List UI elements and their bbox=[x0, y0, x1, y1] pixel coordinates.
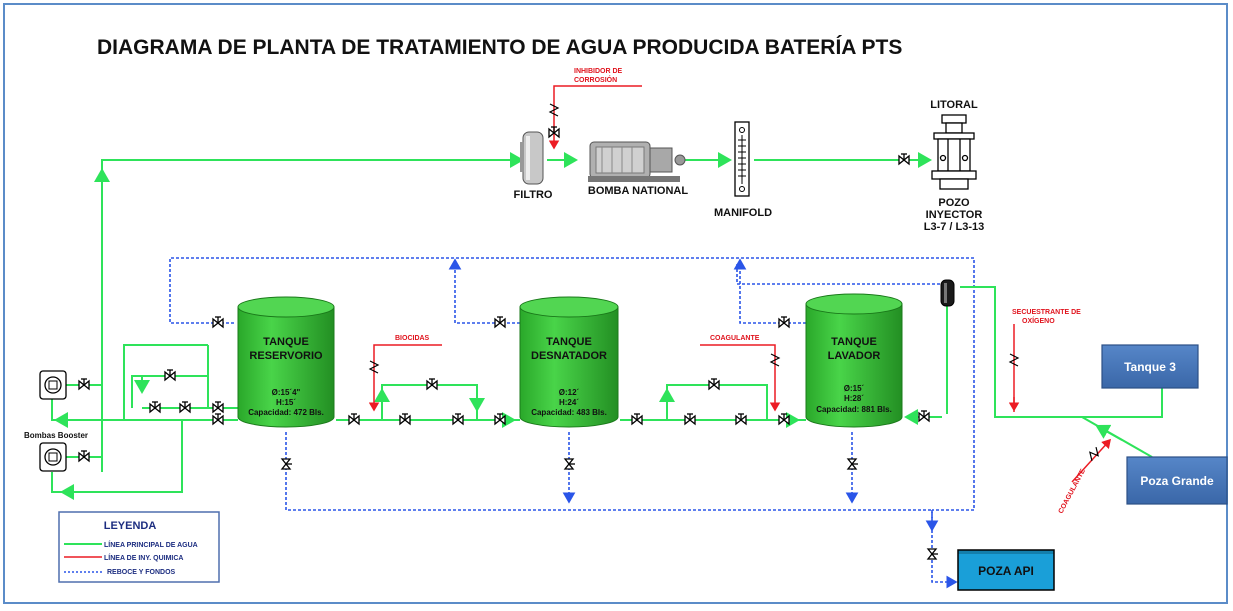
booster-pump-icon bbox=[39, 370, 67, 400]
valve-icon bbox=[778, 413, 790, 425]
biocidas-label: BIOCIDAS bbox=[395, 335, 430, 342]
secuestrante-label-1: SECUESTRANTE DE bbox=[1012, 309, 1081, 316]
tank-name-2b: DESNATADOR bbox=[531, 350, 607, 362]
inhibitor-label-2: CORROSIÓN bbox=[574, 75, 617, 84]
pozo-label-1: POZO bbox=[938, 197, 970, 209]
legend-title: LEYENDA bbox=[104, 520, 157, 532]
water-lines bbox=[51, 152, 1163, 500]
valve-icon bbox=[78, 378, 90, 390]
tank-lavador bbox=[805, 293, 903, 428]
valve-icon bbox=[564, 458, 576, 470]
tank-name-1b: RESERVORIO bbox=[249, 350, 323, 362]
tank-reservorio bbox=[237, 296, 335, 428]
legend-red-label: LÍNEA DE INY. QUIMICA bbox=[104, 553, 183, 562]
filter-icon bbox=[520, 131, 544, 185]
tank-capacity-1: Capacidad: 472 Bls. bbox=[248, 408, 324, 417]
pump-icon bbox=[588, 141, 686, 182]
inhibitor-label-1: INHIBIDOR DE bbox=[574, 68, 623, 75]
valve-icon bbox=[898, 153, 910, 165]
bomba-label: BOMBA NATIONAL bbox=[588, 185, 688, 197]
valve-icon bbox=[778, 316, 790, 328]
valve-icon bbox=[78, 450, 90, 462]
check-valve-icon bbox=[549, 103, 559, 117]
tank-name-1a: TANQUE bbox=[263, 336, 309, 348]
tank-diam-1: Ø:15´4" bbox=[272, 388, 301, 397]
booster-label: Bombas Booster bbox=[24, 431, 88, 440]
valve-icon bbox=[212, 316, 224, 328]
valve-icon bbox=[426, 378, 438, 390]
tank-name-3b: LAVADOR bbox=[828, 350, 881, 362]
tank-name-2a: TANQUE bbox=[546, 336, 592, 348]
valve-icon bbox=[847, 458, 859, 470]
secuestrante-label-2: OXÍGENO bbox=[1022, 316, 1055, 325]
check-valve-icon bbox=[770, 353, 780, 367]
valve-icon bbox=[452, 413, 464, 425]
tank-diam-2: Ø:12´ bbox=[559, 388, 580, 397]
manifold-icon bbox=[734, 121, 750, 197]
check-valve-icon bbox=[369, 360, 379, 374]
diagram-frame: DIAGRAMA DE PLANTA DE TRATAMIENTO DE AGU… bbox=[3, 3, 1228, 604]
tank-height-1: H:15´ bbox=[276, 398, 296, 407]
separator-vessel-icon bbox=[940, 279, 955, 307]
tanque3-box: Tanque 3 bbox=[1101, 344, 1199, 389]
valve-icon bbox=[494, 316, 506, 328]
pozo-label-3: L3-7 / L3-13 bbox=[924, 221, 985, 233]
coagulante-diag-label: COAGULANTE bbox=[1058, 468, 1088, 515]
check-valve-icon bbox=[1086, 446, 1102, 462]
pozo-label-2: INYECTOR bbox=[926, 209, 983, 221]
tank-height-2: H:24´ bbox=[559, 398, 579, 407]
tank-name-3a: TANQUE bbox=[831, 336, 877, 348]
filtro-label: FILTRO bbox=[514, 189, 553, 201]
booster-pump-icon bbox=[39, 442, 67, 472]
poza-grande-label: Poza Grande bbox=[1140, 474, 1214, 488]
valve-icon bbox=[164, 369, 176, 381]
plant-diagram: DIAGRAMA DE PLANTA DE TRATAMIENTO DE AGU… bbox=[24, 36, 1228, 591]
legend-green-label: LÍNEA PRINCIPAL DE AGUA bbox=[104, 540, 198, 549]
valve-icon bbox=[212, 413, 224, 425]
diagram-title: DIAGRAMA DE PLANTA DE TRATAMIENTO DE AGU… bbox=[97, 36, 902, 59]
valve-icon bbox=[708, 378, 720, 390]
valve-icon bbox=[494, 413, 506, 425]
valve-icon bbox=[735, 413, 747, 425]
coagulante-label: COAGULANTE bbox=[710, 335, 760, 342]
legend: LEYENDA LÍNEA PRINCIPAL DE AGUA LÍNEA DE… bbox=[58, 511, 220, 583]
valve-icon bbox=[684, 413, 696, 425]
valve-icon bbox=[399, 413, 411, 425]
valve-icon bbox=[918, 410, 930, 422]
valve-icon bbox=[179, 401, 191, 413]
tank-capacity-3: Capacidad: 881 Bls. bbox=[816, 405, 892, 414]
valve-icon bbox=[149, 401, 161, 413]
valve-icon bbox=[212, 401, 224, 413]
chemical-lines bbox=[368, 85, 1112, 483]
poza-grande-box: Poza Grande bbox=[1126, 456, 1228, 505]
valve-icon bbox=[927, 548, 939, 560]
tank-capacity-2: Capacidad: 483 Bls. bbox=[531, 408, 607, 417]
manifold-label: MANIFOLD bbox=[714, 207, 772, 219]
legend-blue-label: REBOCE Y FONDOS bbox=[107, 569, 176, 576]
check-valve-icon bbox=[1009, 353, 1019, 367]
wellhead-icon bbox=[931, 114, 977, 190]
litoral-label: LITORAL bbox=[930, 99, 978, 111]
tank-desnatador bbox=[519, 296, 619, 428]
tank-diam-3: Ø:15´ bbox=[844, 384, 865, 393]
poza-api-label: POZA API bbox=[978, 564, 1034, 578]
valve-icon bbox=[348, 413, 360, 425]
poza-api-box: POZA API bbox=[957, 549, 1055, 591]
tanque3-label: Tanque 3 bbox=[1124, 360, 1176, 374]
valve-icon bbox=[281, 458, 293, 470]
tank-height-3: H:28´ bbox=[844, 394, 864, 403]
valve-icon bbox=[631, 413, 643, 425]
